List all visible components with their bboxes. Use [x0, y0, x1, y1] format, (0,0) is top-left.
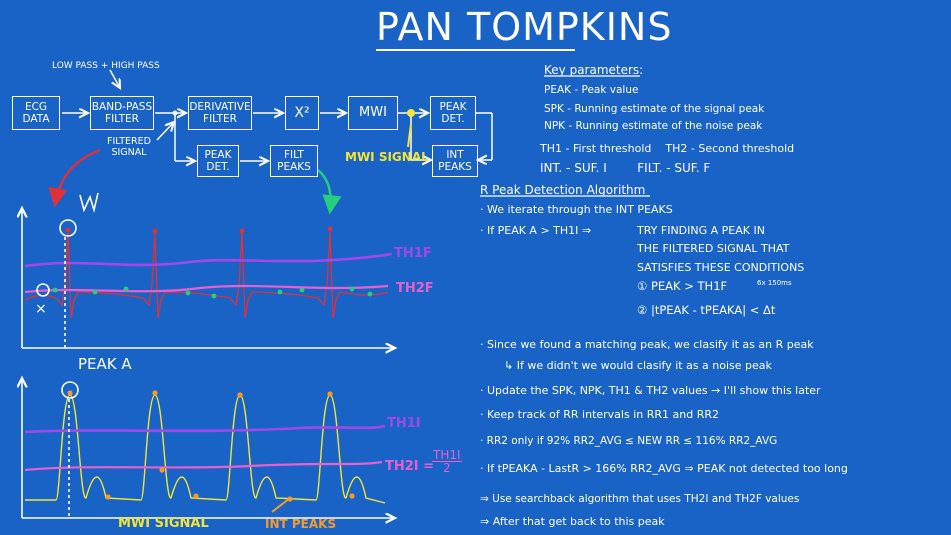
algo-line-2: · If PEAK A > TH1I ⇒ — [480, 224, 592, 237]
bullet-searchback: ⇒ Use searchback algorithm that uses TH2… — [480, 493, 800, 505]
filt-peak-dot — [277, 289, 283, 295]
page-title: PAN TOMPKINS — [376, 5, 673, 49]
filt-peak-dot — [92, 289, 98, 295]
bullet-rr: · Keep track of RR intervals in RR1 and … — [480, 408, 719, 421]
int-peak-dot — [67, 390, 73, 396]
filtered-ecg-trace — [24, 231, 389, 319]
mwi-trace — [25, 394, 386, 504]
filt-peak-dot — [349, 286, 355, 292]
th2f-label: TH2F — [396, 281, 434, 296]
int-peaks-pointer — [271, 497, 291, 513]
lp-hp-annotation: LOW PASS + HIGH PASS — [52, 61, 160, 71]
int-peak-dot — [159, 467, 165, 473]
bullet-match: · Since we found a matching peak, we cla… — [480, 338, 814, 351]
th2f-line — [24, 284, 389, 294]
filt-peak-dot — [185, 290, 191, 296]
int-peak-dot — [152, 390, 158, 396]
int-peaks-block: INT PEAKS — [432, 145, 478, 177]
th1i-label: TH1I — [387, 416, 421, 431]
bullet-rr2: · RR2 only if 92% RR2_AVG ≤ NEW RR ≤ 116… — [480, 435, 778, 447]
bullet-noise: ↳ If we didn't we would clasify it as a … — [504, 359, 772, 372]
filt-peak-dot — [239, 228, 245, 234]
bullet-update: · Update the SPK, NPK, TH1 & TH2 values … — [480, 384, 821, 397]
th1f-label: TH1F — [394, 246, 432, 261]
param-npk: NPK - Running estimate of the noise peak — [544, 120, 763, 132]
filt-peak-dot — [152, 228, 158, 234]
bottom-plot-axes — [22, 378, 395, 518]
condition-1: ① PEAK > TH1F — [637, 279, 728, 293]
th2i-line — [24, 460, 383, 472]
algo-line-1: · We iterate through the INT PEAKS — [480, 203, 673, 216]
peak-a-circle — [61, 381, 79, 399]
peak-det-top-block: PEAK DET. — [430, 96, 476, 130]
key-params-heading: Key parameters: — [544, 63, 644, 77]
algo-heading: R Peak Detection Algorithm — [480, 183, 646, 197]
filt-peaks-block: FILT PEAKS — [270, 145, 318, 177]
try-line-1: TRY FINDING A PEAK IN — [637, 224, 765, 237]
condition-2: ② |tPEAK - tPEAKA| < Δt — [637, 303, 776, 317]
filt-peak-dot — [367, 291, 373, 297]
filt-peak-dot — [123, 286, 129, 292]
param-thresholds: TH1 - First threshold TH2 - Second thres… — [540, 142, 795, 155]
try-line-3: SATISFIES THESE CONDITIONS — [637, 261, 805, 274]
param-spk: SPK - Running estimate of the signal pea… — [544, 103, 765, 115]
mwi-signal-label: MWI SIGNAL — [345, 150, 429, 164]
filt-peaks-arrow — [317, 169, 342, 215]
th2i-fraction: TH1I 2 — [432, 449, 462, 474]
try-line-2: THE FILTERED SIGNAL THAT — [637, 242, 790, 255]
top-plot-axes — [22, 208, 395, 348]
filt-peak-dot — [211, 293, 217, 299]
peak-det-bottom-block: PEAK DET. — [197, 145, 239, 177]
int-peak-markers — [67, 390, 355, 502]
filtered-signal-label: FILTERED SIGNAL — [107, 136, 151, 158]
int-peak-dot — [237, 392, 243, 398]
int-peak-dot — [105, 494, 111, 500]
peak-a-label: PEAK A — [78, 355, 132, 373]
noise-highlight-circle — [36, 283, 50, 297]
check-mark — [79, 192, 99, 214]
int-peaks-plot-label: INT PEAKS — [265, 517, 337, 531]
mwi-block: MWI — [348, 96, 398, 130]
filt-peak-dot — [327, 226, 333, 232]
int-peak-dot — [349, 493, 355, 499]
filt-peak-dot — [52, 287, 58, 293]
th1i-line — [24, 424, 386, 434]
param-suffixes: INT. - SUF. I FILT. - SUF. F — [540, 161, 711, 175]
filtered-signal-arrow — [48, 148, 101, 208]
band-pass-block: BAND-PASS FILTER — [90, 96, 154, 130]
square-block: X² — [285, 96, 319, 130]
param-peak: PEAK - Peak value — [544, 84, 639, 96]
noise-x-mark: × — [35, 301, 47, 317]
ecg-data-block: ECG DATA — [12, 96, 60, 130]
th2i-label: TH2I = — [385, 459, 435, 474]
filt-peak-markers — [52, 226, 373, 299]
th1f-line — [24, 252, 393, 268]
frac-bottom: 2 — [442, 461, 451, 475]
int-peak-dot — [327, 391, 333, 397]
bullet-searchback-cond: · If tPEAKA - LastR > 166% RR2_AVG ⇒ PEA… — [480, 462, 848, 475]
frac-top: TH1I — [432, 448, 462, 462]
derivative-block: DERIVATIVE FILTER — [188, 96, 252, 130]
peak-highlight-circle — [59, 219, 77, 237]
bullet-return: ⇒ After that get back to this peak — [480, 515, 665, 528]
int-peak-dot — [193, 493, 199, 499]
filt-peak-dot — [65, 227, 71, 233]
delta-note: 6x 150ms — [757, 279, 792, 287]
mwi-signal-dot — [407, 109, 415, 117]
filt-peak-dot — [299, 287, 305, 293]
mwi-signal-plot-label: MWI SIGNAL — [118, 516, 209, 531]
